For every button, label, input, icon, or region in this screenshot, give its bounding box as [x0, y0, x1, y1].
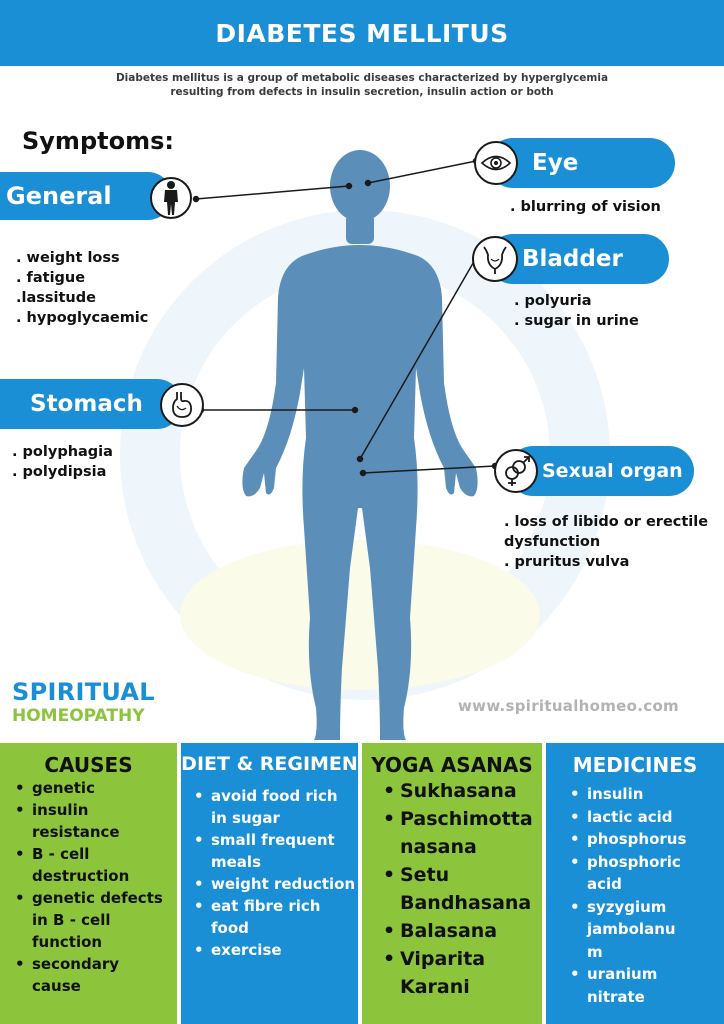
list-item: . hypoglycaemic	[16, 310, 149, 326]
eye-label: Eye	[532, 150, 579, 176]
sexual-organ-label: Sexual organ	[542, 460, 683, 482]
human-figure-icon	[164, 181, 178, 215]
brand-logo-line-2: HOMEOPATHY	[12, 706, 145, 726]
stomach-label: Stomach	[30, 391, 143, 417]
list-item: genetic	[15, 777, 177, 799]
website-url: www.spiritualhomeo.com	[458, 697, 679, 715]
general-icon-circle	[150, 177, 192, 219]
sexual-organ-symptom-list: . loss of libido or erectile dysfunction…	[504, 512, 708, 572]
list-item: . pruritus vulva	[504, 554, 630, 570]
intro-text: Diabetes mellitus is a group of metaboli…	[60, 71, 664, 99]
human-body-illustration	[242, 150, 478, 740]
eye-icon	[480, 155, 512, 171]
list-item: . fatigue	[16, 270, 86, 286]
list-item: . blurring of vision	[510, 199, 661, 215]
eye-icon-circle	[474, 141, 518, 185]
page-title: DIABETES MELLITUS	[215, 18, 509, 48]
general-label-pill: General	[0, 172, 172, 220]
general-label: General	[6, 182, 112, 210]
title-banner: DIABETES MELLITUS	[0, 0, 724, 66]
intro-line-2: resulting from defects in insulin secret…	[170, 86, 554, 98]
sexual-organ-icon-circle	[494, 449, 538, 493]
list-item: Balasana	[383, 917, 542, 945]
list-item: lactic acid	[570, 806, 724, 829]
list-item: . polydipsia	[12, 464, 107, 480]
list-item: dysfunction	[504, 534, 601, 550]
symptoms-heading: Symptoms:	[22, 127, 174, 155]
bladder-icon	[483, 246, 507, 274]
background-watermark-blob	[180, 540, 540, 690]
yoga-asanas-column: YOGA ASANAS Sukhasana Paschimottanasana …	[362, 743, 542, 1024]
diet-regimen-heading: DIET & REGIMEN	[181, 753, 358, 775]
gender-symbols-icon	[505, 456, 530, 486]
yoga-asanas-heading: YOGA ASANAS	[371, 753, 533, 777]
medicines-list: insulin lactic acid phosphorus phosphori…	[546, 783, 724, 1008]
stomach-icon-circle	[160, 383, 204, 427]
sexual-organ-label-pill: Sexual organ	[508, 446, 694, 496]
stomach-icon	[172, 392, 192, 418]
stomach-symptom-list: . polyphagia . polydipsia	[12, 442, 113, 482]
list-item: insulin	[570, 783, 724, 806]
eye-symptom-list: . blurring of vision	[510, 197, 661, 217]
list-item: . polyphagia	[12, 444, 113, 460]
list-item: phosphorus	[570, 828, 724, 851]
brand-logo-line-1: SPIRITUAL	[12, 678, 155, 706]
list-item: . weight loss	[16, 250, 120, 266]
causes-heading: CAUSES	[44, 753, 133, 777]
bladder-label-pill: Bladder	[488, 234, 669, 284]
medicines-heading: MEDICINES	[572, 753, 698, 777]
medicines-column: MEDICINES insulin lactic acid phosphorus…	[546, 743, 724, 1024]
list-item: .lassitude	[16, 290, 96, 306]
bladder-label: Bladder	[522, 246, 623, 272]
general-symptom-list: . weight loss . fatigue .lassitude . hyp…	[16, 248, 148, 328]
bladder-symptom-list: . polyuria . sugar in urine	[514, 291, 639, 331]
list-item: Sukhasana	[383, 777, 542, 805]
eye-label-pill: Eye	[488, 138, 675, 188]
list-item: . sugar in urine	[514, 313, 639, 329]
list-item: exercise	[194, 939, 358, 961]
stomach-label-pill: Stomach	[0, 379, 182, 429]
intro-line-1: Diabetes mellitus is a group of metaboli…	[115, 72, 609, 84]
list-item: weight reduction	[194, 873, 358, 895]
list-item: . loss of libido or erectile	[504, 514, 709, 530]
bladder-icon-circle	[472, 236, 518, 282]
list-item: . polyuria	[514, 293, 592, 309]
